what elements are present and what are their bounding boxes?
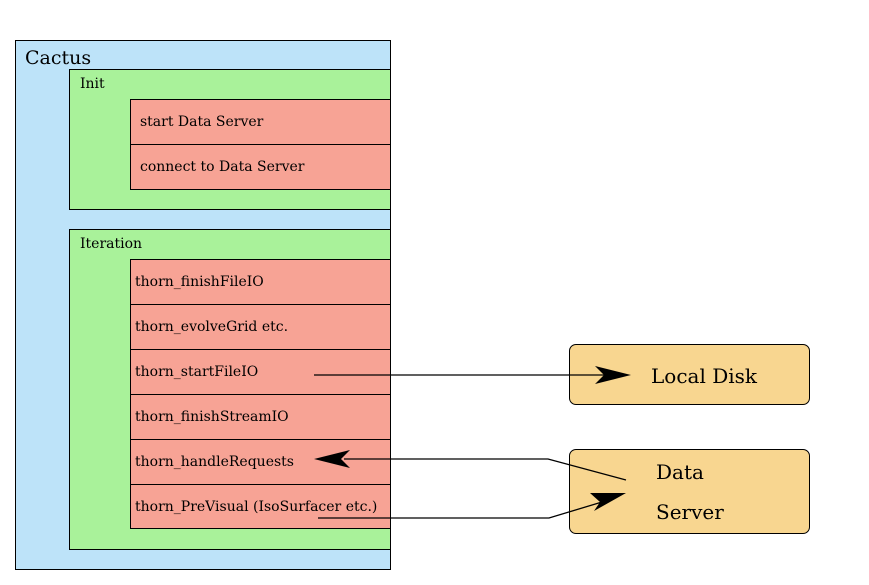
iteration-step-evolve-grid: thorn_evolveGrid etc.	[130, 304, 391, 350]
iteration-step-label: thorn_evolveGrid etc.	[135, 319, 289, 335]
local-disk-label: Local Disk	[651, 364, 758, 388]
data-server-box: Data Server	[569, 449, 810, 534]
iteration-step-start-file-io: thorn_startFileIO	[130, 349, 391, 395]
data-server-label-line1: Data	[656, 460, 704, 484]
iteration-step-label: thorn_PreVisual (IsoSurfacer etc.)	[135, 498, 378, 515]
init-step-label: start Data Server	[140, 114, 264, 130]
data-server-label-line2: Server	[656, 500, 724, 524]
iteration-step-previsual: thorn_PreVisual (IsoSurfacer etc.)	[130, 484, 391, 529]
iteration-step-label: thorn_handleRequests	[135, 454, 294, 470]
init-step-label: connect to Data Server	[140, 159, 305, 175]
cactus-title: Cactus	[25, 47, 92, 69]
iteration-step-finish-stream-io: thorn_finishStreamIO	[130, 394, 391, 440]
local-disk-box: Local Disk	[569, 344, 810, 405]
iteration-step-label: thorn_finishFileIO	[135, 274, 264, 290]
init-step-start-data-server: start Data Server	[130, 99, 391, 145]
iteration-step-finish-file-io: thorn_finishFileIO	[130, 259, 391, 305]
init-title: Init	[80, 76, 105, 92]
iteration-step-handle-requests: thorn_handleRequests	[130, 439, 391, 485]
iteration-step-label: thorn_finishStreamIO	[135, 409, 289, 425]
init-step-connect-data-server: connect to Data Server	[130, 144, 391, 190]
iteration-title: Iteration	[80, 236, 143, 252]
iteration-step-label: thorn_startFileIO	[135, 364, 259, 380]
